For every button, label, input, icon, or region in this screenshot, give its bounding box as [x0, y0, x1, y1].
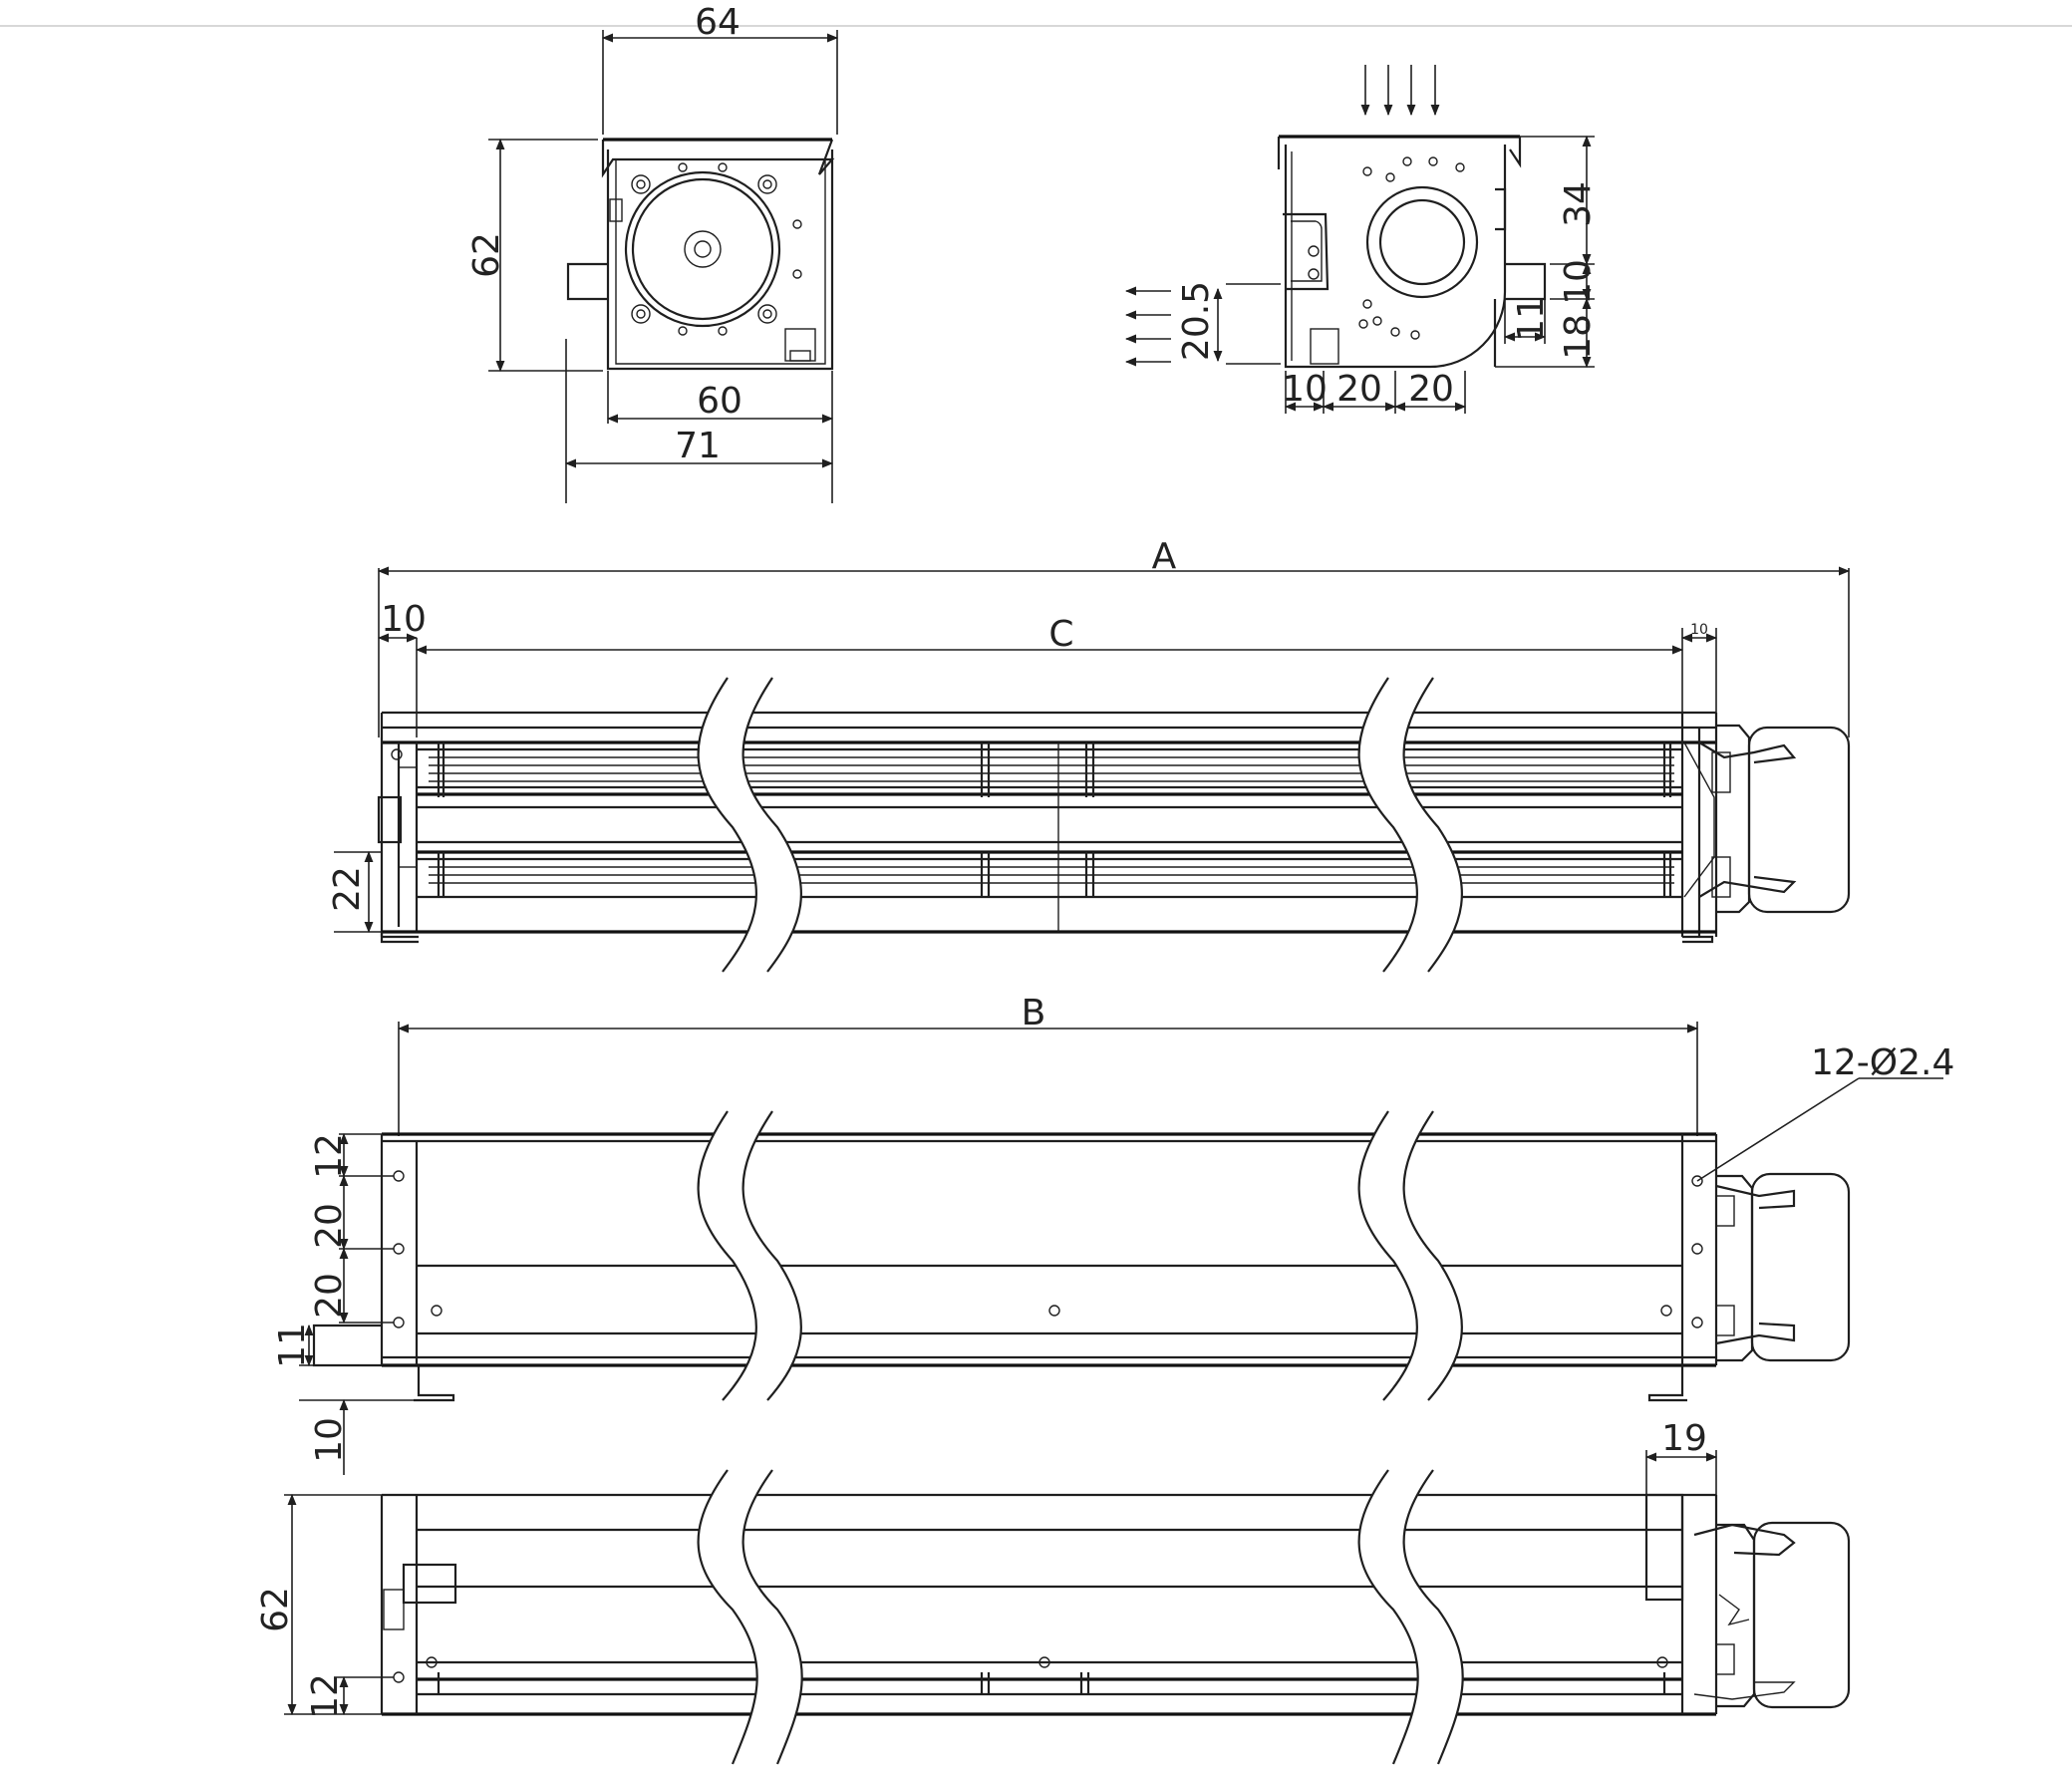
front-end-view: 64 62 60 71 [466, 2, 839, 503]
dim-front-width-outer: 71 [675, 426, 721, 466]
dim-bottom-12: 12 [305, 1673, 346, 1719]
dim-side-bottom-10: 10 [1282, 369, 1328, 410]
dim-side-10: 10 [1558, 259, 1599, 305]
dim-front-width-inner: 60 [697, 381, 742, 422]
dim-front-height: 62 [466, 232, 507, 278]
dim-top-right-10: 10 [1690, 622, 1708, 638]
dim-side-34: 34 [1558, 181, 1599, 227]
dim-B: B [1022, 993, 1046, 1033]
dim-top-22: 22 [327, 866, 368, 912]
dim-top-left-10: 10 [381, 599, 427, 640]
dim-side-11: 11 [1511, 296, 1552, 342]
dim-A: A [1152, 536, 1177, 577]
dim-side-18: 18 [1558, 314, 1599, 360]
top-long-view: A C 10 10 [327, 536, 1851, 973]
dim-bottom-19: 19 [1661, 1418, 1707, 1459]
dim-bottom-62: 62 [255, 1587, 296, 1632]
dim-mid-20a: 20 [309, 1203, 350, 1249]
dim-mid-12: 12 [309, 1133, 350, 1179]
dim-side-bottom-20b: 20 [1408, 369, 1454, 410]
dim-mid-10: 10 [309, 1417, 350, 1463]
dim-C: C [1048, 614, 1073, 655]
break-marks-middle [697, 1110, 1463, 1401]
middle-long-view: B 12-Ø2.4 [272, 993, 1954, 1475]
holes-spec: 12-Ø2.4 [1811, 1042, 1954, 1083]
dim-side-20-5: 20.5 [1176, 281, 1217, 361]
break-marks-top [697, 677, 1463, 973]
air-inlet-arrows [1360, 65, 1440, 117]
break-marks-bottom [697, 1469, 1464, 1765]
bottom-long-view: 19 62 12 [255, 1418, 1851, 1765]
dim-side-bottom-20a: 20 [1336, 369, 1382, 410]
dim-front-width-top: 64 [695, 2, 740, 43]
dim-mid-20b: 20 [309, 1273, 350, 1319]
side-end-view: 34 10 18 11 20.5 10 20 20 [1124, 65, 1599, 414]
air-outlet-arrows [1124, 286, 1171, 367]
dim-mid-11: 11 [272, 1323, 313, 1368]
